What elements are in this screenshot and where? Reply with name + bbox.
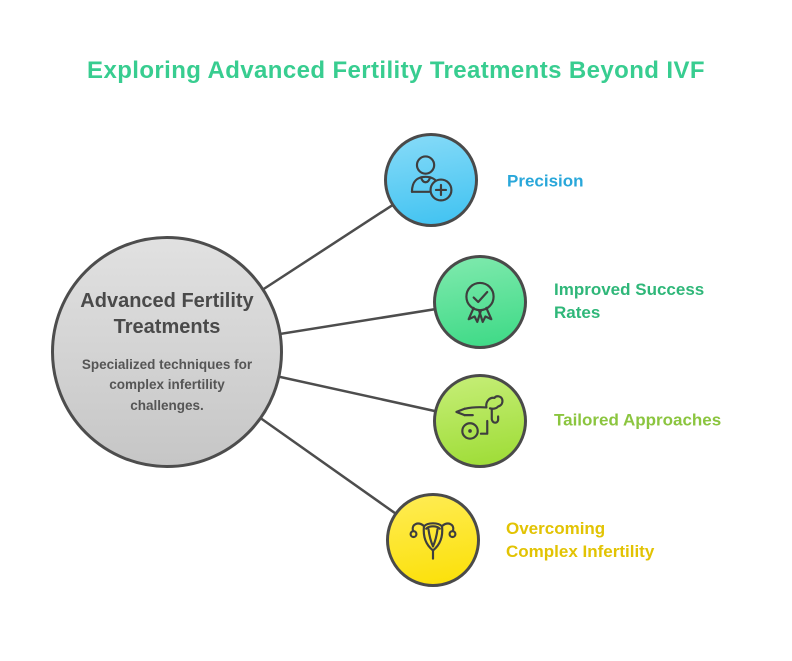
label-precision: Precision	[507, 170, 584, 193]
hub-heading: Advanced Fertility Treatments	[80, 290, 254, 339]
page-title: Exploring Advanced Fertility Treatments …	[87, 57, 705, 84]
label-line: Improved Success	[554, 280, 705, 299]
hub-description: Specialized techniques for complex infer…	[81, 357, 253, 413]
node-overcoming-complex-infertility	[386, 493, 480, 587]
uterus-icon	[409, 522, 457, 560]
label-line: Precision	[507, 171, 584, 191]
award-check-icon	[465, 281, 495, 324]
label-line: Complex Infertility	[506, 542, 655, 561]
label-improved-success-rates: Improved Success Rates	[554, 278, 724, 324]
node-tailored-approaches	[433, 374, 527, 468]
node-improved-success-rates	[433, 255, 527, 349]
label-overcoming-complex-infertility: Overcoming Complex Infertility	[506, 517, 686, 563]
add-user-icon	[410, 155, 453, 202]
dog-wheelchair-icon	[455, 395, 504, 440]
node-precision	[384, 133, 478, 227]
hub-circle: Advanced Fertility Treatments Specialize…	[51, 236, 283, 468]
label-line: Rates	[554, 303, 601, 322]
label-tailored-approaches: Tailored Approaches	[554, 409, 721, 432]
label-line: Tailored Approaches	[554, 410, 722, 430]
label-line: Overcoming	[506, 519, 606, 538]
